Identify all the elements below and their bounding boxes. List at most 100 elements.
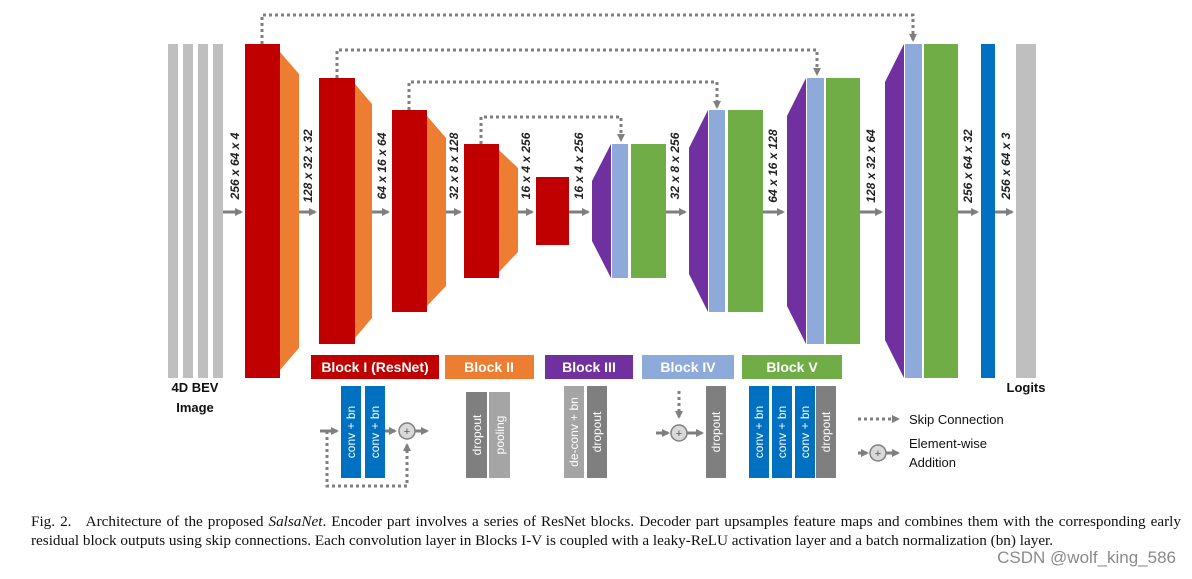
conv-bn-op bbox=[795, 386, 815, 478]
block-i-layer bbox=[245, 44, 280, 378]
encoder-block-2 bbox=[319, 78, 372, 344]
block-i-badge-label: Block I (ResNet) bbox=[321, 359, 428, 375]
block-ii-layer bbox=[280, 52, 299, 370]
block-iii-layer bbox=[885, 44, 904, 378]
add-icon-symbol: + bbox=[404, 426, 410, 438]
block-iv-layer bbox=[807, 78, 824, 344]
dropout-op bbox=[466, 392, 487, 478]
input-label: 4D BEV bbox=[172, 380, 219, 395]
dim-label: 64 x 16 x 64 bbox=[375, 132, 389, 199]
block-i-layer bbox=[536, 177, 569, 245]
dim-label: 256 x 64 x 4 bbox=[228, 132, 242, 200]
block-iii-layer bbox=[689, 110, 708, 312]
block-v-layer bbox=[924, 44, 958, 378]
op-label: dropout bbox=[709, 411, 723, 452]
decoder-block-1 bbox=[592, 144, 666, 278]
decoder-block-3 bbox=[787, 78, 860, 344]
block-iv-layer bbox=[905, 44, 922, 378]
input-bev-stack bbox=[168, 44, 223, 378]
conv-bn-op bbox=[365, 386, 385, 478]
op-label: pooling bbox=[493, 416, 507, 455]
skip-connection-1 bbox=[260, 13, 917, 44]
caption-fig-number: Fig. 2. bbox=[31, 513, 72, 530]
input-label-line2: Image bbox=[176, 400, 214, 415]
dim-label: 256 x 64 x 32 bbox=[961, 129, 975, 204]
block-ii-detail: dropout pooling bbox=[466, 392, 510, 478]
block-v-layer bbox=[631, 144, 666, 278]
block-iv-badge-label: Block IV bbox=[660, 359, 716, 375]
caption-text-start: Architecture of the proposed bbox=[85, 513, 269, 530]
block-ii-badge bbox=[445, 355, 534, 379]
decoder-block-2 bbox=[689, 110, 763, 312]
block-v-layer bbox=[728, 110, 763, 312]
block-iii-layer bbox=[787, 78, 806, 344]
pooling-op bbox=[489, 392, 510, 478]
block-legend: Block I (ResNet) Block II Block III Bloc… bbox=[311, 355, 842, 379]
conv-bn-op bbox=[341, 386, 361, 478]
op-label: de-conv + bn bbox=[567, 397, 581, 467]
add-icon-symbol: + bbox=[676, 428, 682, 440]
dim-label: 16 x 4 x 256 bbox=[572, 132, 586, 199]
figure-caption: Fig. 2. Architecture of the proposed Sal… bbox=[31, 513, 1181, 550]
block-iv-detail: + dropout bbox=[656, 386, 726, 478]
block-ii-layer bbox=[355, 84, 372, 338]
block-iii-badge-label: Block III bbox=[562, 359, 616, 375]
skip-connection-4 bbox=[479, 115, 625, 144]
block-v-badge-label: Block V bbox=[766, 359, 818, 375]
legend: Skip Connection + Element-wise Addition bbox=[858, 412, 1004, 470]
op-label: conv + bn bbox=[368, 406, 382, 458]
dim-label: 128 x 32 x 32 bbox=[301, 129, 315, 203]
op-label: conv + bn bbox=[798, 406, 812, 458]
block-iv-badge bbox=[642, 355, 734, 379]
block-v-layer bbox=[826, 78, 860, 344]
dim-label: 64 x 16 x 128 bbox=[766, 129, 780, 203]
legend-skip-label: Skip Connection bbox=[909, 412, 1004, 427]
salsanet-architecture-diagram: 4D BEV Image bbox=[168, 13, 1046, 488]
dim-label: 32 x 8 x 128 bbox=[447, 132, 461, 199]
dim-label: 16 x 4 x 256 bbox=[519, 132, 533, 199]
block-iv-layer bbox=[709, 110, 725, 312]
legend-add-label-line2: Addition bbox=[909, 455, 956, 470]
logits-layer bbox=[1016, 44, 1036, 378]
block-i-detail: conv + bn conv + bn + bbox=[320, 386, 429, 488]
decoder-block-4 bbox=[885, 44, 958, 378]
block-v-detail: conv + bn conv + bn conv + bn dropout bbox=[749, 386, 836, 478]
block-i-layer bbox=[464, 144, 499, 278]
output-label: Logits bbox=[1007, 380, 1046, 395]
dropout-op bbox=[706, 386, 726, 478]
conv-bn-op bbox=[749, 386, 769, 478]
block-iii-layer bbox=[592, 144, 611, 278]
add-icon-symbol: + bbox=[875, 448, 881, 460]
caption-model-name: SalsaNet bbox=[268, 513, 323, 530]
block-iii-badge bbox=[545, 355, 633, 379]
encoder-block-1 bbox=[245, 44, 299, 378]
encoder-block-4 bbox=[464, 144, 518, 278]
dimension-labels: 256 x 64 x 4 128 x 32 x 32 64 x 16 x 64 … bbox=[228, 129, 1013, 204]
encoder-block-3 bbox=[392, 110, 446, 312]
caption-text-rest: . Encoder part involves a series of ResN… bbox=[31, 513, 1181, 549]
block-v-badge bbox=[742, 355, 842, 379]
final-conv-layer bbox=[981, 44, 995, 378]
block-i-layer bbox=[392, 110, 427, 312]
op-label: dropout bbox=[590, 411, 604, 452]
block-i-layer bbox=[319, 78, 355, 344]
op-label: conv + bn bbox=[775, 406, 789, 458]
skip-connection-3 bbox=[407, 80, 721, 110]
dim-label: 128 x 32 x 64 bbox=[864, 129, 878, 203]
dropout-op bbox=[816, 386, 836, 478]
block-i-badge bbox=[311, 355, 439, 379]
block-iii-detail: de-conv + bn dropout bbox=[564, 386, 607, 478]
block-ii-badge-label: Block II bbox=[464, 359, 514, 375]
block-iv-layer bbox=[612, 144, 628, 278]
op-label: dropout bbox=[819, 411, 833, 452]
watermark: CSDN @wolf_king_586 bbox=[997, 548, 1176, 567]
op-label: conv + bn bbox=[344, 406, 358, 458]
bottleneck-block bbox=[536, 177, 569, 245]
skip-connection-2 bbox=[335, 48, 821, 78]
dropout-op bbox=[587, 386, 607, 478]
block-ii-layer bbox=[499, 150, 518, 272]
op-label: conv + bn bbox=[752, 406, 766, 458]
op-label: dropout bbox=[470, 414, 484, 455]
conv-bn-op bbox=[772, 386, 792, 478]
skip-connections bbox=[260, 13, 917, 144]
